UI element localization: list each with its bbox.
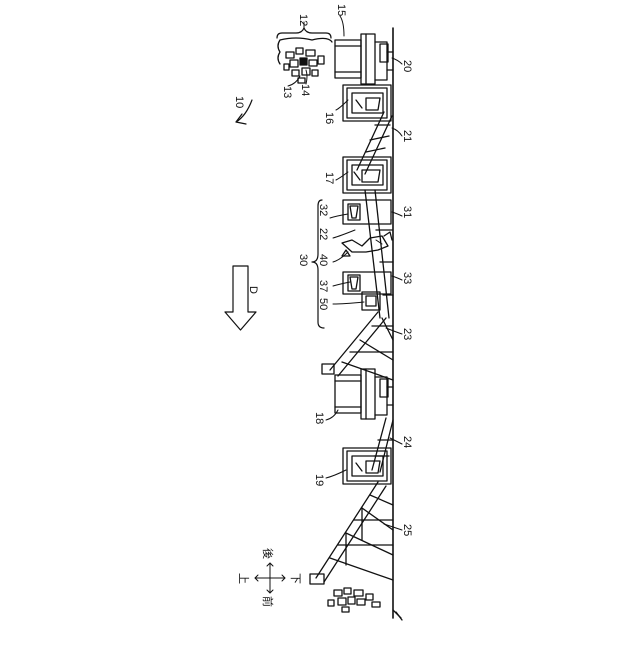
label-33: 33 <box>401 272 413 284</box>
label-19: 19 <box>313 474 325 486</box>
arrow-down-icon <box>225 266 256 330</box>
axis-label-front: 前 <box>261 596 275 607</box>
label-40: 40 <box>317 254 329 266</box>
reference-labels: 10 12 13 14 15 16 17 18 19 20 21 22 23 2… <box>233 4 413 607</box>
label-24: 24 <box>401 436 413 448</box>
direction-axes-icon <box>255 563 285 593</box>
label-18: 18 <box>313 412 325 424</box>
robot-40 <box>342 232 392 256</box>
label-direction-d: D <box>247 286 259 294</box>
label-50: 50 <box>317 298 329 310</box>
label-25: 25 <box>401 524 413 536</box>
label-23: 23 <box>401 328 413 340</box>
label-20: 20 <box>401 60 413 72</box>
label-31: 31 <box>401 206 413 218</box>
screen-16 <box>343 85 391 121</box>
crusher-15 <box>335 34 393 84</box>
conveyor-22 <box>365 190 393 318</box>
label-16: 16 <box>323 112 335 124</box>
crusher-18 <box>335 369 393 419</box>
label-13: 13 <box>281 86 293 98</box>
label-21: 21 <box>401 130 413 142</box>
axis-label-down: 下 <box>289 573 301 584</box>
label-32: 32 <box>317 204 329 216</box>
label-10: 10 <box>233 96 245 108</box>
screen-17 <box>343 157 391 193</box>
axis-label-back: 後 <box>261 548 275 559</box>
label-22: 22 <box>317 228 329 240</box>
screen-19 <box>343 448 391 484</box>
label-30: 30 <box>297 254 309 266</box>
label-17: 17 <box>323 172 335 184</box>
label-15: 15 <box>335 4 347 16</box>
group-12-brace <box>277 28 331 38</box>
conveyor-25 <box>310 482 393 584</box>
label-37: 37 <box>317 280 329 292</box>
axis-label-up: 上 <box>237 573 250 584</box>
conveyor-23 <box>322 312 393 380</box>
label-14: 14 <box>299 84 311 96</box>
rubble-pile-bottom <box>328 588 380 612</box>
label-12: 12 <box>297 14 309 26</box>
floor-line <box>393 28 402 620</box>
rubble-pile-12 <box>278 38 332 83</box>
